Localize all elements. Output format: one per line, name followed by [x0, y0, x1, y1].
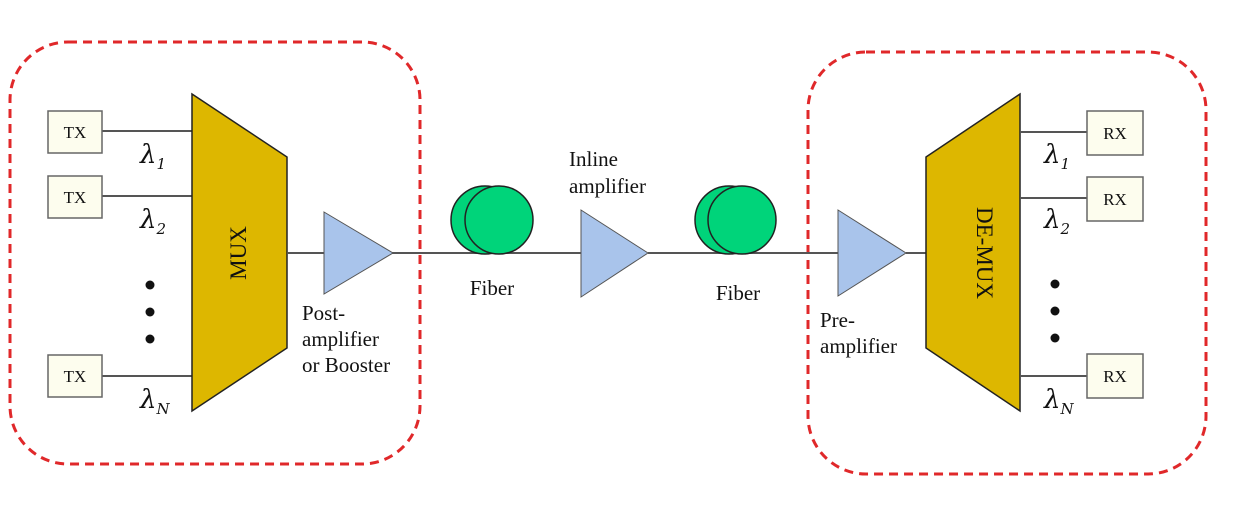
- booster-amplifier-icon: [323, 211, 394, 295]
- tx-lambda-1: λ1: [139, 140, 166, 173]
- rx-box-2: RX: [1086, 176, 1144, 222]
- tx-box-n-label: TX: [64, 367, 87, 386]
- rx-box-n: RX: [1086, 353, 1144, 399]
- rx-box-n-label: RX: [1103, 367, 1127, 386]
- rx-ellipsis-dots: [1050, 279, 1060, 343]
- inline-amplifier-icon: [580, 209, 649, 298]
- rx-lambda-n: λN: [1043, 385, 1074, 418]
- rx-box-1: RX: [1086, 110, 1144, 156]
- tx-box-2-label: TX: [64, 188, 87, 207]
- fiber-2-label: Fiber: [716, 281, 760, 305]
- pre-amplifier-icon: [837, 209, 907, 297]
- booster-label: Post- amplifier or Booster: [302, 301, 390, 377]
- demux-label: DE-MUX: [972, 207, 997, 299]
- tx-box-n: TX: [47, 354, 103, 398]
- mux-block: [191, 92, 288, 413]
- rx-lambda-1: λ1: [1043, 140, 1070, 173]
- fiber-1-label: Fiber: [470, 276, 514, 300]
- rx-box-2-label: RX: [1103, 190, 1127, 209]
- tx-lambda-n: λN: [139, 385, 170, 418]
- tx-box-1: TX: [47, 110, 103, 154]
- fiber-spool-2-icon: [694, 185, 777, 255]
- receiver-section-border: [806, 50, 1208, 476]
- pre-amplifier-label: Pre- amplifier: [820, 308, 897, 358]
- tx-ellipsis-dots: [145, 280, 155, 344]
- tx-lambda-2: λ2: [139, 205, 166, 238]
- rx-lambda-2: λ2: [1043, 205, 1070, 238]
- tx-box-2: TX: [47, 175, 103, 219]
- mux-label: MUX: [226, 226, 251, 280]
- tx-box-1-label: TX: [64, 123, 87, 142]
- inline-amplifier-label: Inline amplifier: [569, 147, 646, 198]
- fiber-spool-1-icon: [450, 185, 534, 255]
- rx-box-1-label: RX: [1103, 124, 1127, 143]
- demux-block: [925, 92, 1021, 413]
